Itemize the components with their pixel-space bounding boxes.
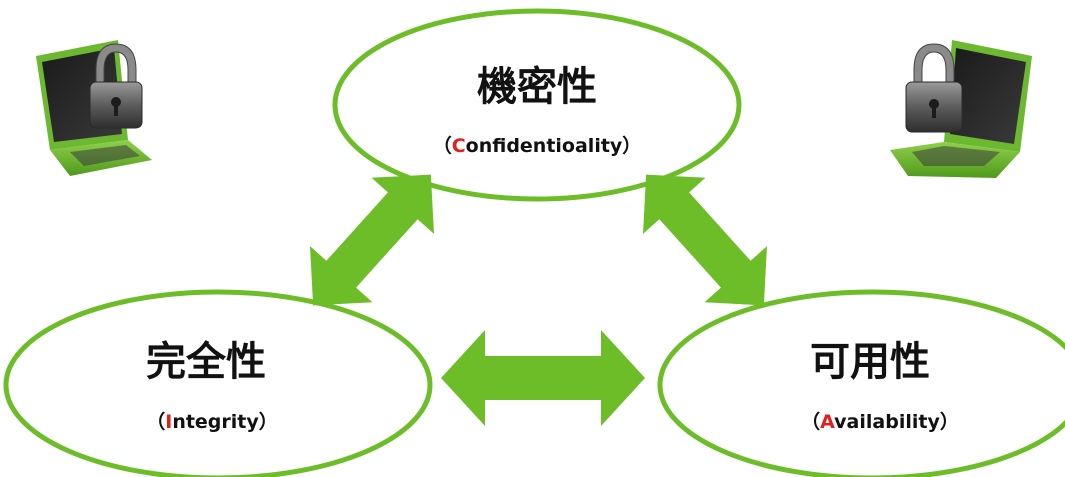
paren-open: （ (146, 410, 165, 433)
paren-close: ） (940, 410, 959, 433)
integrity-title: 完全性 (146, 339, 266, 385)
arrow-integrity-availability (441, 330, 645, 426)
laptop-padlock-icon-right (890, 40, 1032, 178)
availability-node (657, 289, 1065, 477)
initial-letter: C (452, 135, 466, 157)
confidentiality-subtitle: （Confidentioality） (433, 134, 642, 157)
confidentiality-title: 機密性 (477, 64, 597, 110)
arrow-confidentiality-integrity (310, 174, 434, 306)
arrow-confidentiality-availability (643, 174, 767, 306)
subtitle-rest: vailability (834, 411, 940, 433)
integrity-subtitle: （Integrity） (146, 410, 278, 433)
initial-letter: I (165, 411, 172, 433)
paren-open: （ (433, 134, 452, 157)
confidentiality-node (332, 8, 742, 202)
paren-open: （ (801, 410, 820, 433)
initial-letter: A (820, 411, 835, 433)
availability-subtitle: （Availability） (801, 410, 959, 433)
subtitle-rest: ntegrity (172, 411, 259, 433)
integrity-node (3, 289, 433, 477)
availability-title: 可用性 (810, 339, 930, 385)
laptop-padlock-icon-left (36, 40, 152, 176)
paren-close: ） (622, 134, 641, 157)
subtitle-rest: onfidentioality (466, 135, 623, 157)
paren-close: ） (259, 410, 278, 433)
